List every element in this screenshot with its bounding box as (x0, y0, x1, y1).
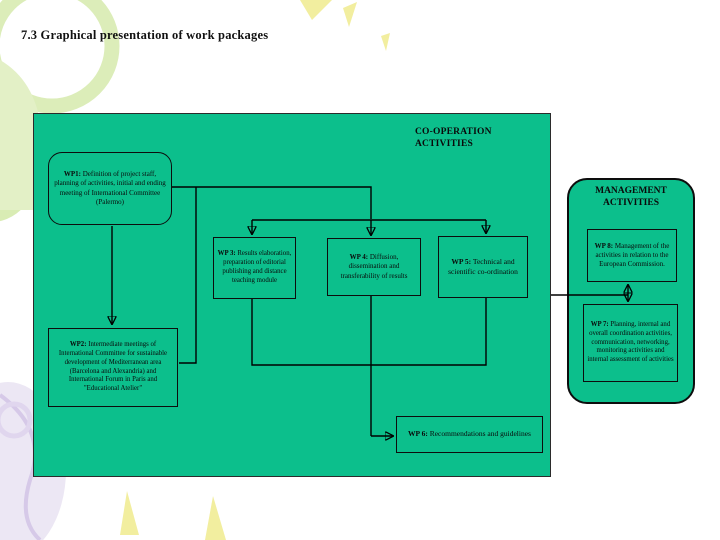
wp7-description: Planning, internal and overall coordinat… (587, 320, 674, 364)
wp7-label: WP 7: (590, 320, 609, 328)
wp2-description: Intermediate meetings of International C… (58, 341, 168, 393)
wp6-text: WP 6: Recommendations and guidelines (400, 429, 539, 440)
wp3-description: Results elaboration, preparation of edit… (222, 250, 292, 284)
wp8-label: WP 8: (594, 241, 614, 250)
wp2-text: WP2: Intermediate meetings of Internatio… (52, 341, 174, 394)
wp2-box: WP2: Intermediate meetings of Internatio… (48, 328, 178, 407)
wp8-text: WP 8: Management of the activities in re… (591, 242, 673, 269)
wp5-box: WP 5: Technical and scientific co-ordina… (438, 236, 528, 298)
cooperation-header: CO-OPERATION ACTIVITIES (415, 127, 492, 150)
wp4-label: WP 4: (349, 252, 369, 261)
wp6-label: WP 6: (408, 429, 428, 439)
wp4-description: Diffusion, dissemination and transferabi… (340, 252, 408, 280)
wp1-description: Definition of project staff, planning of… (54, 170, 166, 206)
wp2-label: WP2: (69, 341, 87, 349)
wp4-box: WP 4: Diffusion, dissemination and trans… (327, 238, 421, 296)
wp5-description: Technical and scientific co-ordination (448, 256, 518, 277)
wp1-label: WP1: (63, 170, 81, 179)
wp5-label: WP 5: (451, 256, 472, 266)
wp8-description: Management of the activities in relation… (595, 241, 670, 269)
wp5-text: WP 5: Technical and scientific co-ordina… (442, 257, 524, 278)
wp3-box: WP 3: Results elaboration, preparation o… (213, 237, 296, 299)
wp4-text: WP 4: Diffusion, dissemination and trans… (331, 253, 417, 281)
wp7-box: WP 7: Planning, internal and overall coo… (583, 304, 678, 382)
wp6-box: WP 6: Recommendations and guidelines (396, 416, 543, 453)
management-header: MANAGEMENT ACTIVITIES (595, 186, 667, 208)
wp1-text: WP1: Definition of project staff, planni… (52, 170, 168, 206)
wp3-text: WP 3: Results elaboration, preparation o… (217, 250, 292, 285)
wp8-box: WP 8: Management of the activities in re… (587, 229, 677, 282)
deco-bottom-yellow-shards (120, 491, 226, 540)
deco-top-yellow-shards (300, 0, 390, 51)
wp3-label: WP 3: (217, 250, 236, 258)
slide-title: 7.3 Graphical presentation of work packa… (21, 28, 269, 42)
wp6-description: Recommendations and guidelines (429, 429, 531, 439)
wp7-text: WP 7: Planning, internal and overall coo… (587, 321, 674, 365)
wp1-box: WP1: Definition of project staff, planni… (48, 152, 172, 225)
